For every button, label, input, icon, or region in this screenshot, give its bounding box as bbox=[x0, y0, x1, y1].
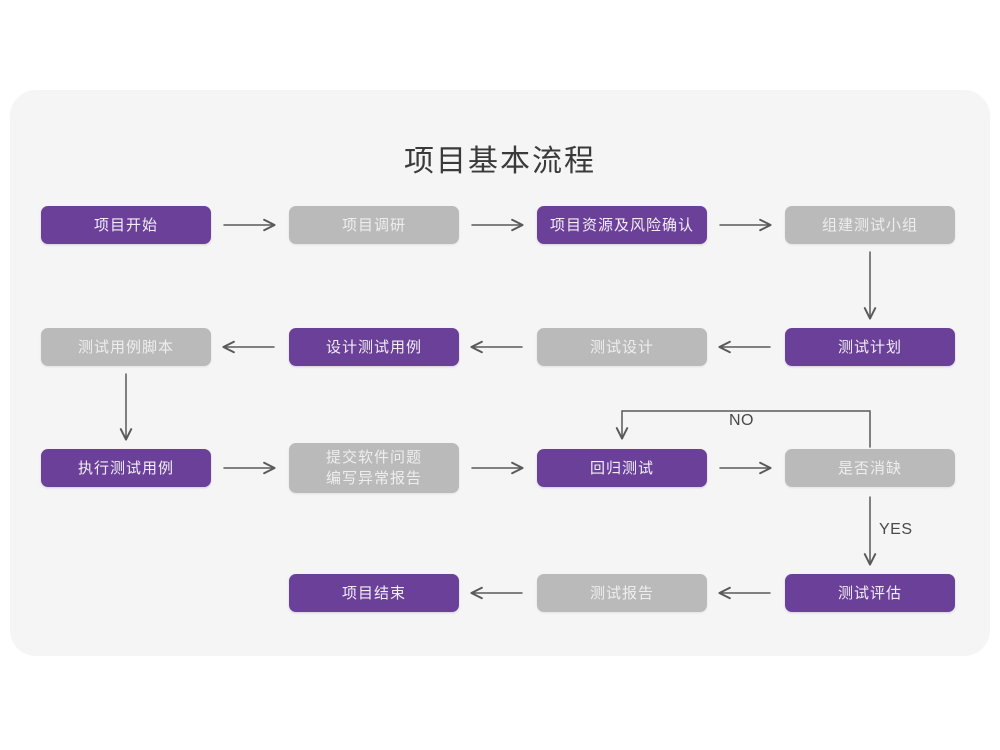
node-project-start[interactable]: 项目开始 bbox=[41, 206, 211, 244]
node-design-test-cases[interactable]: 设计测试用例 bbox=[289, 328, 459, 366]
page-title: 项目基本流程 bbox=[404, 145, 596, 178]
node-test-plan[interactable]: 测试计划 bbox=[785, 328, 955, 366]
node-submit-defect-report[interactable]: 提交软件问题 编写异常报告 bbox=[289, 443, 459, 493]
node-project-research[interactable]: 项目调研 bbox=[289, 206, 459, 244]
node-test-report[interactable]: 测试报告 bbox=[537, 574, 707, 612]
node-resource-risk-confirm[interactable]: 项目资源及风险确认 bbox=[537, 206, 707, 244]
node-project-end[interactable]: 项目结束 bbox=[289, 574, 459, 612]
node-execute-test-cases[interactable]: 执行测试用例 bbox=[41, 449, 211, 487]
diagram-card bbox=[10, 90, 990, 656]
node-test-evaluation[interactable]: 测试评估 bbox=[785, 574, 955, 612]
node-test-case-script[interactable]: 测试用例脚本 bbox=[41, 328, 211, 366]
node-regression-test[interactable]: 回归测试 bbox=[537, 449, 707, 487]
edge-label-no: NO bbox=[729, 412, 754, 429]
node-build-test-team[interactable]: 组建测试小组 bbox=[785, 206, 955, 244]
node-defect-resolved[interactable]: 是否消缺 bbox=[785, 449, 955, 487]
node-test-design[interactable]: 测试设计 bbox=[537, 328, 707, 366]
edge-label-yes: YES bbox=[879, 521, 913, 538]
